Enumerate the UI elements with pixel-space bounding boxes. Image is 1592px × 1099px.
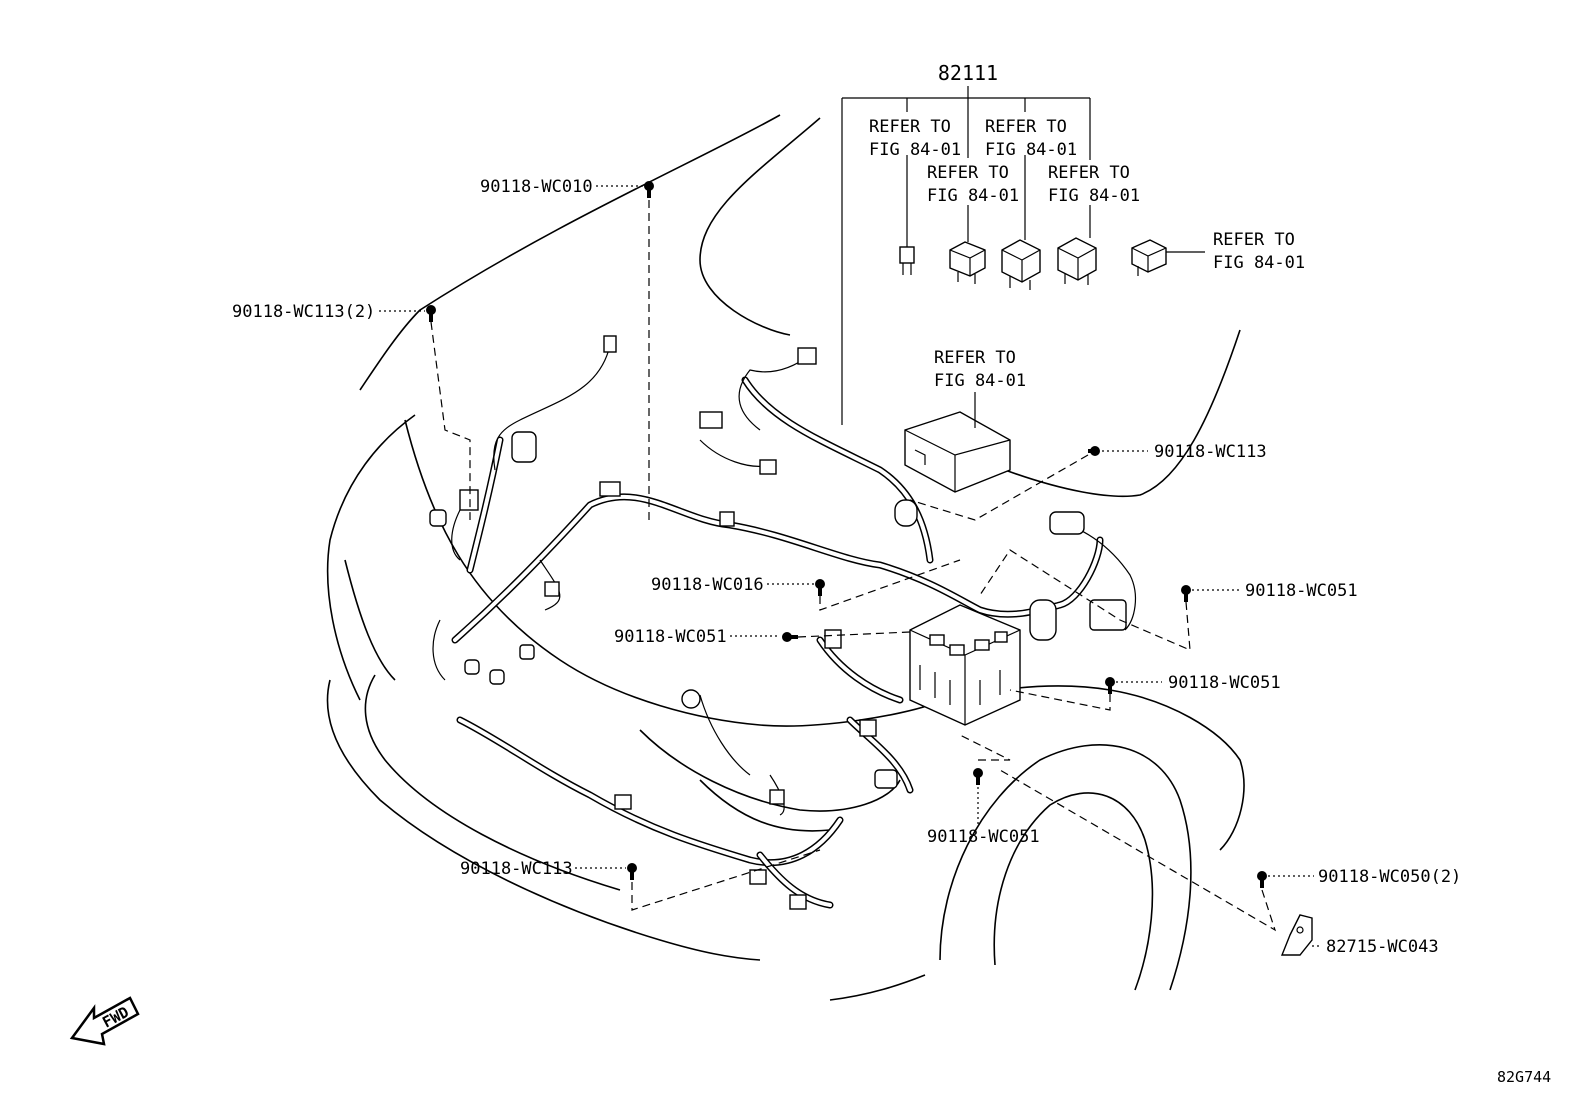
refer-label-2-line2: FIG 84-01 [985, 140, 1077, 160]
callout-90118-wc051-bottom: 90118-WC051 [927, 827, 1040, 847]
bolt-wc051-right-top [1181, 585, 1191, 602]
callout-90118-wc050-2: 90118-WC050(2) [1318, 867, 1461, 887]
fwd-arrow-icon: FWD [69, 996, 140, 1046]
refer-label-6: REFER TO FIG 84-01 [934, 348, 1026, 391]
callout-90118-wc113-2: 90118-WC113(2) [232, 302, 375, 322]
bolt-wc016 [815, 579, 825, 596]
harness-connectors [429, 335, 1127, 910]
bolt-wc113-bottom [627, 863, 637, 880]
callout-90118-wc051-left: 90118-WC051 [614, 627, 727, 647]
junction-block-upper [904, 411, 1011, 493]
drawing-code: 82G744 [1497, 1068, 1551, 1086]
bolt-wc051-bottom [973, 768, 983, 785]
refer-label-4-line2: FIG 84-01 [1048, 186, 1140, 206]
callout-90118-wc016: 90118-WC016 [651, 575, 764, 595]
callout-leaders [379, 185, 1320, 947]
refer-label-3: REFER TO FIG 84-01 [927, 163, 1019, 206]
callout-82715-wc043: 82715-WC043 [1326, 937, 1439, 957]
refer-label-3-line2: FIG 84-01 [927, 186, 1019, 206]
refer-label-1-line1: REFER TO [869, 117, 951, 137]
dashed-install-lines [430, 200, 1277, 932]
refer-label-6-line1: REFER TO [934, 348, 1016, 368]
refer-label-5: REFER TO FIG 84-01 [1213, 230, 1305, 273]
bolt-wc051-left [782, 632, 798, 642]
refer-label-3-line1: REFER TO [927, 163, 1009, 183]
bolt-wc113-right [1088, 446, 1100, 456]
refer-label-2: REFER TO FIG 84-01 [985, 117, 1077, 160]
bolt-wc113-2 [426, 305, 436, 322]
refer-label-4-line1: REFER TO [1048, 163, 1130, 183]
refer-label-5-line2: FIG 84-01 [1213, 253, 1305, 273]
callout-90118-wc113-bottom: 90118-WC113 [460, 859, 573, 879]
part-82111-leaders [841, 86, 1205, 428]
relay-parts [899, 237, 1167, 290]
harness-branch-wires [432, 344, 1137, 816]
bolt-wc050 [1257, 871, 1267, 888]
refer-label-6-line2: FIG 84-01 [934, 371, 1026, 391]
bolt-wc051-right-mid [1105, 677, 1115, 694]
callout-90118-wc051-right-mid: 90118-WC051 [1168, 673, 1281, 693]
bolt-wc010 [644, 181, 654, 198]
part-number-82111: 82111 [938, 61, 998, 85]
bolts [426, 181, 1267, 888]
refer-label-4: REFER TO FIG 84-01 [1048, 163, 1140, 206]
bracket-82715 [1280, 914, 1313, 956]
refer-label-1-line2: FIG 84-01 [869, 140, 961, 160]
callout-90118-wc051-right-top: 90118-WC051 [1245, 581, 1358, 601]
callout-90118-wc113-right: 90118-WC113 [1154, 442, 1267, 462]
callout-90118-wc010: 90118-WC010 [480, 177, 593, 197]
refer-label-1: REFER TO FIG 84-01 [869, 117, 961, 160]
engine-room-junction-block [909, 604, 1021, 726]
refer-label-5-line1: REFER TO [1213, 230, 1295, 250]
vehicle-body-outline [326, 114, 1245, 1001]
refer-label-2-line1: REFER TO [985, 117, 1067, 137]
